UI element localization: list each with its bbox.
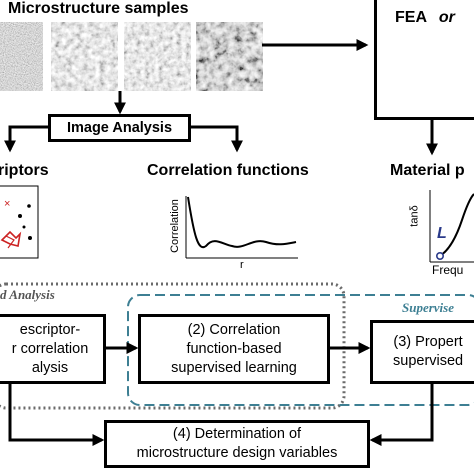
correlation-ylabel: Correlation	[168, 199, 181, 253]
arrow-step1-to-step4	[8, 384, 105, 446]
samples-title: Microstructure samples	[8, 0, 189, 17]
sample-image-2	[51, 22, 118, 91]
sample-image-1	[0, 22, 43, 91]
arrow-analysis-to-correlation	[190, 125, 243, 153]
analysis-group-title: d Analysis	[0, 287, 57, 303]
arrow-step3-to-step4	[369, 384, 434, 446]
analysis-group-border	[0, 282, 346, 410]
material-heading: Material p	[390, 162, 465, 179]
descriptors-heading: riptors	[0, 162, 49, 179]
tan-delta-plot	[429, 190, 474, 263]
step1-label: escriptor- r correlation alysis	[11, 321, 89, 376]
step3-label: (3) Propert supervised	[393, 334, 464, 369]
step2-label: (2) Correlation function-based supervise…	[171, 321, 297, 376]
tan-delta-xlabel: Frequ	[432, 263, 464, 277]
descriptors-plot: ×	[0, 185, 39, 259]
fea-box: FEA or	[374, 0, 474, 120]
step3-box: (3) Propert supervised	[370, 320, 474, 384]
step1-box: escriptor- r correlation alysis	[0, 314, 106, 384]
correlation-heading: Correlation functions	[147, 162, 309, 179]
correlation-xlabel: r	[240, 259, 244, 271]
sample-image-3	[124, 22, 191, 91]
fea-label: FEA	[395, 9, 427, 26]
tan-delta-marker-label: L	[437, 225, 447, 242]
step4-box: (4) Determination of microstructure desi…	[104, 420, 370, 468]
image-analysis-box: Image Analysis	[48, 114, 191, 142]
arrow-analysis-to-descriptors	[3, 125, 49, 153]
fea-or-label: or	[438, 9, 455, 26]
image-analysis-label: Image Analysis	[66, 120, 173, 136]
tan-delta-ylabel: tanδ	[408, 205, 421, 227]
supervised-group-title: Supervise	[402, 300, 454, 315]
step2-box: (2) Correlation function-based supervise…	[138, 314, 330, 384]
step4-label: (4) Determination of microstructure desi…	[136, 426, 338, 461]
svg-text:×: ×	[4, 198, 10, 210]
correlation-plot	[185, 196, 298, 259]
sample-image-4	[196, 22, 263, 91]
